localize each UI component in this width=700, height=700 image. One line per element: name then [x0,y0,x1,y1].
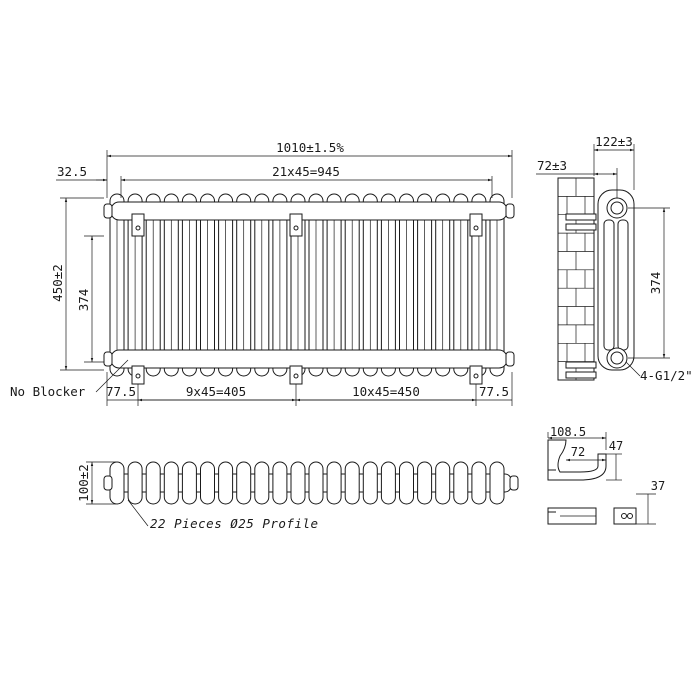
top-view-piece [308,461,324,505]
top-view-piece [471,461,487,505]
top-view-piece [181,461,197,505]
bottom-right-plug [505,351,515,367]
top-left-plug [103,203,113,219]
top-view-piece [254,461,270,505]
side-bottom-connection-icon [606,347,628,369]
top-view-pieces [109,461,505,505]
bottom-left-end-label: 77.5 [106,384,136,399]
top-depth-label: 100±2 [76,464,91,502]
top-view-piece [326,461,342,505]
bracket-detail: 108.5 72 47 37 [547,425,665,525]
top-view: 100±2 22 Pieces Ø25 Profile [76,461,519,531]
top-manifold [110,201,508,221]
bracket-length-label: 108.5 [550,425,586,439]
bottom-left-span-label: 9x45=405 [186,384,246,399]
top-view-piece [272,461,288,505]
top-view-piece [489,461,505,505]
top-view-piece [218,461,234,505]
front-centres-label: 374 [76,289,91,312]
side-depth-label: 122±3 [595,134,633,149]
left-offset-label: 32.5 [57,164,87,179]
bracket-height-label: 47 [609,439,623,453]
side-view: 122±3 72±3 374 4-G1/2" [536,134,693,383]
side-wall-gap-label: 72±3 [537,158,567,173]
front-view: 1010±1.5% 21x45=945 32.5 450±2 374 No Bl… [10,140,515,406]
brick-wall [557,177,595,381]
bracket-hook-icon [547,439,607,481]
bottom-manifold [110,349,508,369]
top-view-piece [163,461,179,505]
bottom-right-span-label: 10x45=450 [352,384,420,399]
top-view-piece [435,461,451,505]
radiator-columns [109,193,505,377]
no-blocker-label: No Blocker [10,384,86,399]
overall-width-label: 1010±1.5% [276,140,344,155]
top-view-piece [399,461,414,505]
top-view-piece [380,461,396,505]
bottom-right-end-label: 77.5 [479,384,509,399]
bottom-left-plug [103,351,113,367]
front-brackets [131,213,483,385]
top-view-piece [200,461,215,505]
top-view-piece [127,461,143,505]
bracket-inner-label: 72 [571,445,585,459]
top-view-piece [236,461,252,505]
top-right-plug [505,203,515,219]
height-label: 450±2 [50,264,65,302]
top-view-piece [417,461,433,505]
connection-label: 4-G1/2" [640,368,693,383]
top-view-piece [344,461,360,505]
top-view-piece [453,461,469,505]
side-top-connection-icon [606,197,628,219]
top-view-piece [145,461,161,505]
top-view-piece [362,461,378,505]
top-view-piece [290,461,306,505]
side-centres-label: 374 [648,272,663,295]
clip-label: 37 [651,479,665,493]
side-radiator-body [597,189,635,371]
clip-icon [613,507,637,525]
pitch-total-label: 21x45=945 [272,164,340,179]
profile-label: 22 Pieces Ø25 Profile [150,516,319,531]
